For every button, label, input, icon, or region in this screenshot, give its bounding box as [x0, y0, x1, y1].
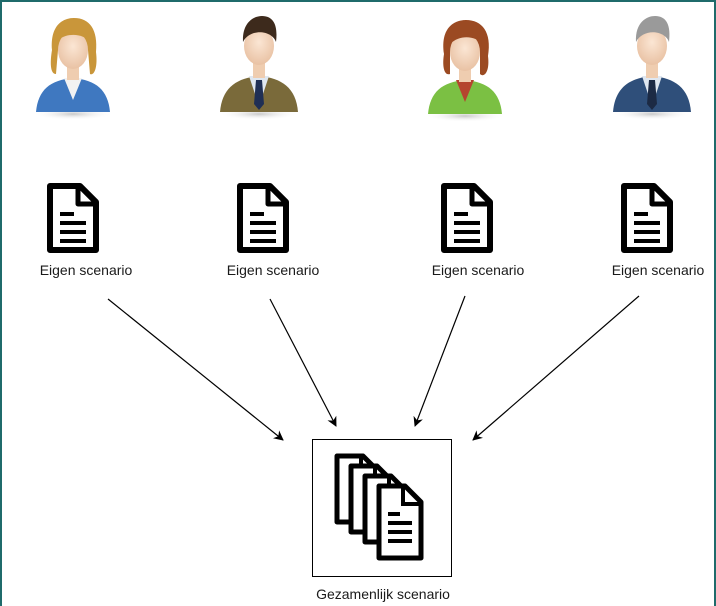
woman-avatar-icon: [425, 20, 505, 122]
document-icon: [47, 183, 99, 253]
stacked-documents-icon: [334, 453, 424, 561]
woman-avatar-icon: [33, 18, 113, 120]
man-avatar-icon: [612, 16, 692, 120]
scenario-label: Eigen scenario: [431, 262, 525, 278]
document-icon: [441, 183, 493, 253]
scenario-label: Eigen scenario: [226, 262, 320, 278]
man-avatar-icon: [219, 16, 299, 120]
combined-scenario-box: [312, 439, 452, 577]
scenario-label: Eigen scenario: [611, 262, 705, 278]
scenario-label: Eigen scenario: [39, 262, 133, 278]
arrow-2: [269, 298, 337, 427]
arrow-1: [107, 298, 284, 441]
document-icon: [621, 183, 673, 253]
arrow-4: [472, 295, 640, 441]
combined-scenario-label: Gezamenlijk scenario: [316, 586, 450, 602]
document-icon: [237, 183, 289, 253]
arrow-3: [413, 295, 466, 427]
